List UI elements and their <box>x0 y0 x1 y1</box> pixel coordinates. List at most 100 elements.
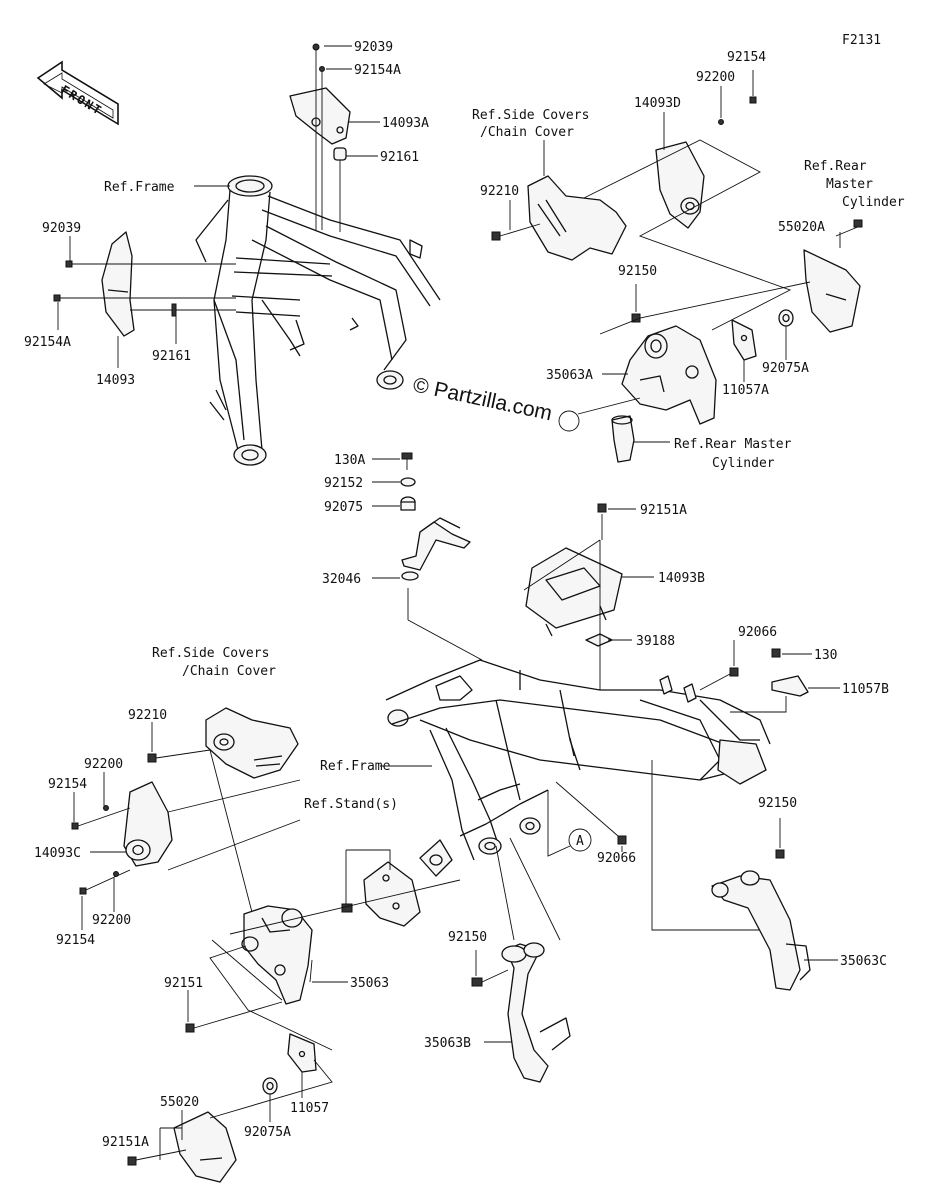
label-ref-side-covers-1a: Ref.Side Covers <box>472 108 589 123</box>
label-14093C: 14093C <box>34 846 81 861</box>
collar-92200-tr-icon <box>718 86 724 125</box>
label-92200-bl1: 92200 <box>84 757 123 772</box>
side-cover-reference-top <box>527 175 627 261</box>
label-92150-bm: 92150 <box>448 930 487 945</box>
label-92039-top: 92039 <box>354 40 393 55</box>
bracket-32046 <box>372 517 471 581</box>
footpeg-bracket-35063C <box>711 870 811 991</box>
label-ref-side-covers-2b: /Chain Cover <box>182 664 276 679</box>
tray-14093B <box>525 547 623 637</box>
plate-11057 <box>287 1033 317 1073</box>
collar-92075A-bot-icon <box>262 1077 278 1095</box>
plate-11057B <box>771 675 840 697</box>
label-ref-rear-master-2b: Cylinder <box>712 456 775 471</box>
heel-guard-55020 <box>173 1111 237 1183</box>
bolt-92066-top-icon <box>699 640 739 691</box>
collar-92154A-left-icon <box>53 294 236 302</box>
side-cover-reference-bottom <box>205 707 299 779</box>
bolt-92151-icon <box>185 990 283 1033</box>
frame-center-illustration <box>385 659 771 861</box>
watermark-text: © Partzilla.com <box>411 373 554 425</box>
label-55020: 55020 <box>160 1095 199 1110</box>
cover-plate-14093A <box>289 87 351 145</box>
label-92150-tr: 92150 <box>618 264 657 279</box>
bolt-130-icon <box>771 648 812 658</box>
label-92161-left: 92161 <box>152 349 191 364</box>
grommet-92161-left-icon <box>130 303 236 317</box>
bolt-92150-tr-icon <box>631 284 641 323</box>
bolt-92154-tr-icon <box>749 70 757 104</box>
bolt-92150-br-icon <box>775 818 785 859</box>
rear-master-cylinder-reference <box>611 415 635 463</box>
label-130A: 130A <box>334 453 365 468</box>
label-callout-A: A <box>576 834 584 849</box>
bracket-35063 <box>241 905 313 1005</box>
label-92210-tr: 92210 <box>480 184 519 199</box>
label-92161-top: 92161 <box>380 150 419 165</box>
bolt-92151A-mid-icon <box>597 503 636 540</box>
diagram-code: F2131 <box>842 33 881 48</box>
label-92075A-bot: 92075A <box>244 1125 291 1140</box>
label-35063: 35063 <box>350 976 389 991</box>
frame-top-illustration <box>195 175 441 466</box>
bolt-stand-icon <box>341 903 353 913</box>
cover-plate-14093 <box>101 231 135 337</box>
bolt-92154-bl2-icon <box>79 869 131 895</box>
bolt-92150-bm-icon <box>471 950 509 987</box>
label-92150-br: 92150 <box>758 796 797 811</box>
reference-circle-icon <box>558 410 580 432</box>
bolt-92039-top-icon <box>312 43 320 230</box>
label-35063B: 35063B <box>424 1036 471 1051</box>
label-55020A: 55020A <box>778 220 825 235</box>
callout-A: A <box>547 790 592 857</box>
collar-92200-bl2-icon <box>113 871 119 877</box>
label-14093D: 14093D <box>634 96 681 111</box>
label-92075: 92075 <box>324 500 363 515</box>
footpeg-35063B <box>501 942 571 1083</box>
cover-plate-14093D <box>655 141 705 229</box>
label-92075A-tr: 92075A <box>762 361 809 376</box>
label-32046: 32046 <box>322 572 361 587</box>
cover-plate-14093C <box>123 781 173 867</box>
label-92200-bl2: 92200 <box>92 913 131 928</box>
label-ref-rear-master-1b: Master <box>826 177 873 192</box>
label-ref-stands: Ref.Stand(s) <box>304 797 398 812</box>
bolt-130A-icon <box>372 452 413 470</box>
label-39188: 39188 <box>636 634 675 649</box>
label-92210-bl: 92210 <box>128 708 167 723</box>
label-92151: 92151 <box>164 976 203 991</box>
label-92154-bl1: 92154 <box>48 777 87 792</box>
label-14093: 14093 <box>96 373 135 388</box>
label-11057A: 11057A <box>722 383 769 398</box>
washer-92152-icon <box>372 477 416 487</box>
label-92066-top: 92066 <box>738 625 777 640</box>
bracket-35063A <box>621 325 717 425</box>
collar-92154A-top-icon <box>319 66 325 230</box>
label-35063A: 35063A <box>546 368 593 383</box>
label-92200-tr: 92200 <box>696 70 735 85</box>
bolt-92039-left-icon <box>65 260 236 268</box>
bolt-92066-bot-icon <box>555 781 627 852</box>
grommet-92161-top-icon <box>333 147 347 232</box>
label-ref-frame-mid: Ref.Frame <box>320 759 391 774</box>
plate-11057A <box>731 319 757 361</box>
label-92151A-bot: 92151A <box>102 1135 149 1150</box>
bolt-92210-bl-icon <box>147 722 211 763</box>
collar-92200-bl1-icon <box>103 805 109 811</box>
collar-92075-icon <box>372 496 416 511</box>
label-11057: 11057 <box>290 1101 329 1116</box>
label-ref-rear-master-1a: Ref.Rear <box>804 159 867 174</box>
label-92154A-top: 92154A <box>354 63 401 78</box>
label-92152: 92152 <box>324 476 363 491</box>
label-ref-side-covers-1b: /Chain Cover <box>480 125 574 140</box>
label-92154-bl2: 92154 <box>56 933 95 948</box>
label-14093B: 14093B <box>658 571 705 586</box>
label-14093A: 14093A <box>382 116 429 131</box>
label-ref-side-covers-2a: Ref.Side Covers <box>152 646 269 661</box>
heel-guard-55020A <box>803 249 861 333</box>
label-ref-rear-master-2a: Ref.Rear Master <box>674 437 792 452</box>
label-11057B: 11057B <box>842 682 889 697</box>
bolt-92151A-bot-icon <box>127 1156 137 1166</box>
bolt-92154-bl1-icon <box>71 807 131 830</box>
